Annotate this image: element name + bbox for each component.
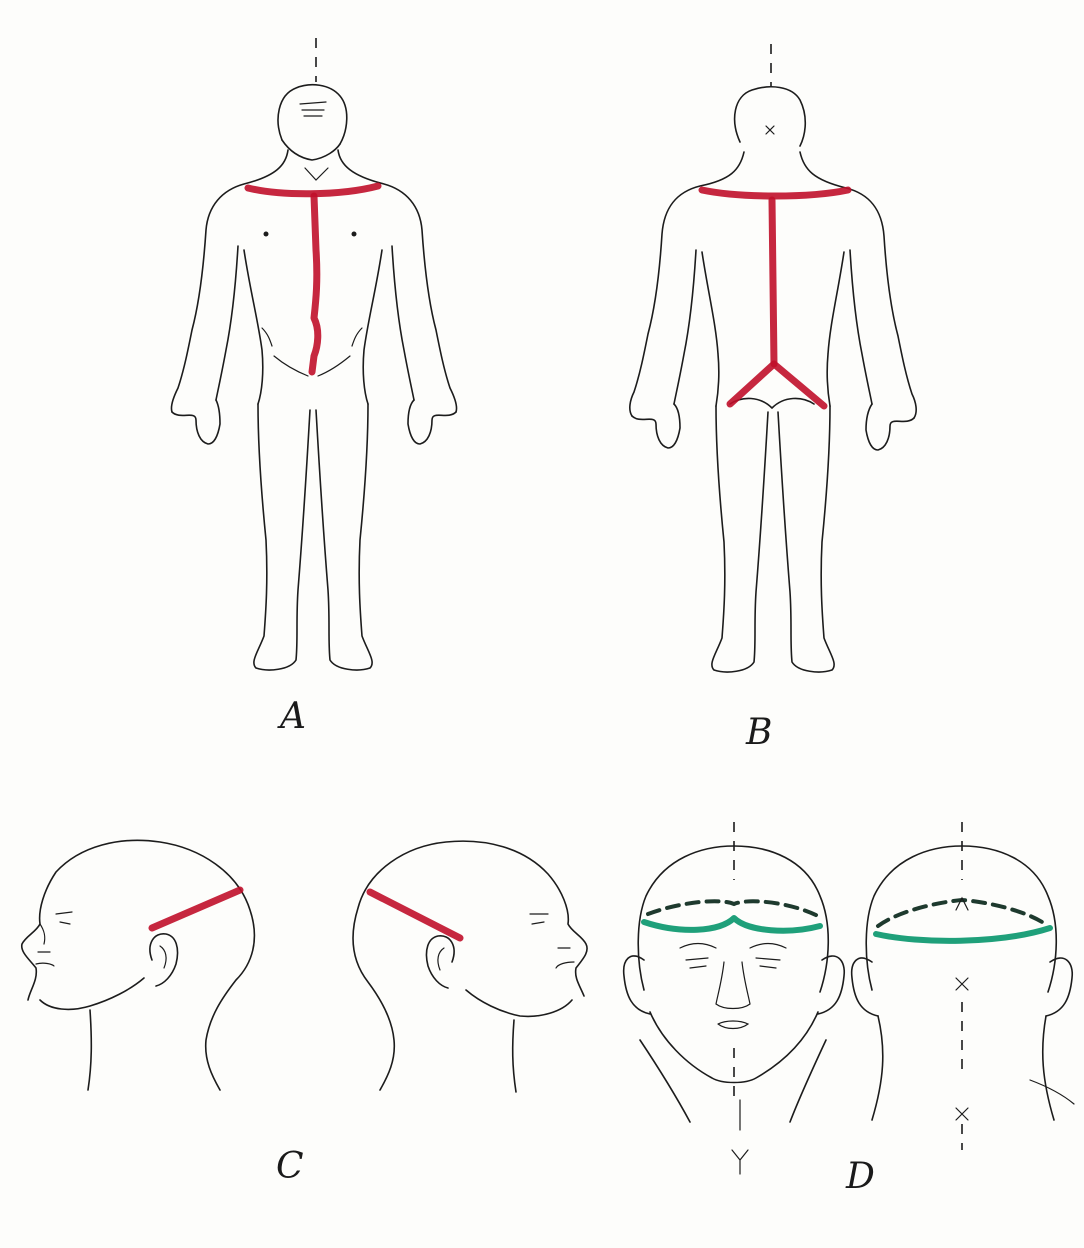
panel-c-label: C	[276, 1146, 304, 1187]
panel-c-head-left-profile	[22, 840, 255, 1090]
panel-a-body-front: A	[171, 38, 456, 737]
panel-a-label: A	[277, 696, 306, 737]
panel-d-head-back: D	[845, 822, 1074, 1197]
panel-c-head-right-profile: C	[276, 841, 587, 1187]
panel-b-label: B	[745, 712, 772, 753]
panel-d-head-front	[624, 822, 845, 1174]
panel-b-body-back: B	[630, 44, 916, 753]
panel-d-label: D	[845, 1156, 875, 1197]
